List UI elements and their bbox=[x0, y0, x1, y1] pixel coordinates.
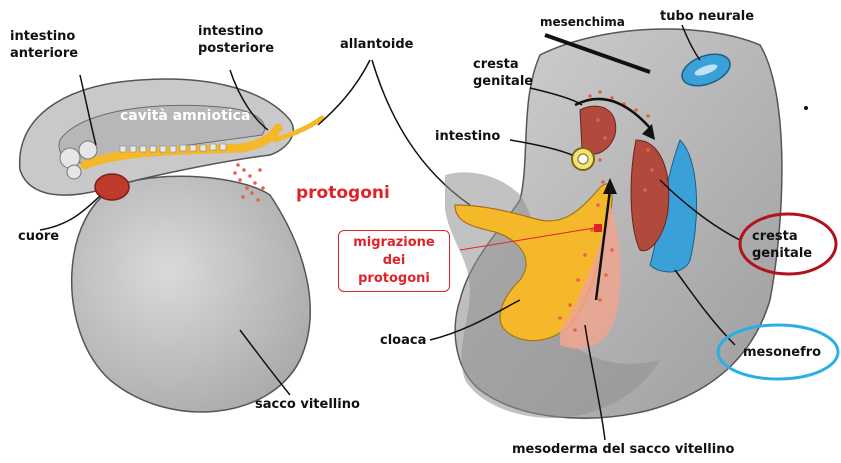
label-sacco-vitellino: sacco vitellino bbox=[255, 396, 360, 413]
migrazione-protogoni-box: migrazione dei protogoni bbox=[338, 230, 450, 292]
label-cresta-genitale-right: cresta genitale bbox=[752, 228, 812, 262]
label-intestino-posteriore: intestino posteriore bbox=[198, 23, 274, 57]
label-cuore: cuore bbox=[18, 228, 59, 245]
yolk-sac-shape bbox=[72, 176, 311, 412]
label-cloaca: cloaca bbox=[380, 332, 426, 349]
label-mesonefro: mesonefro bbox=[743, 344, 821, 361]
label-allantoide: allantoide bbox=[340, 36, 413, 53]
heart-shape bbox=[95, 174, 129, 200]
label-cresta-genitale-top: cresta genitale bbox=[473, 56, 533, 90]
label-cavita-amniotica: cavità amniotica bbox=[120, 108, 250, 125]
label-tubo-neurale: tubo neurale bbox=[660, 8, 754, 25]
label-mesenchima: mesenchima bbox=[540, 14, 625, 31]
label-intestino: intestino bbox=[435, 128, 500, 145]
label-protogoni: protogoni bbox=[296, 185, 390, 202]
label-intestino-anteriore: intestino anteriore bbox=[10, 28, 78, 62]
label-mesoderma: mesoderma del sacco vitellino bbox=[512, 441, 734, 458]
